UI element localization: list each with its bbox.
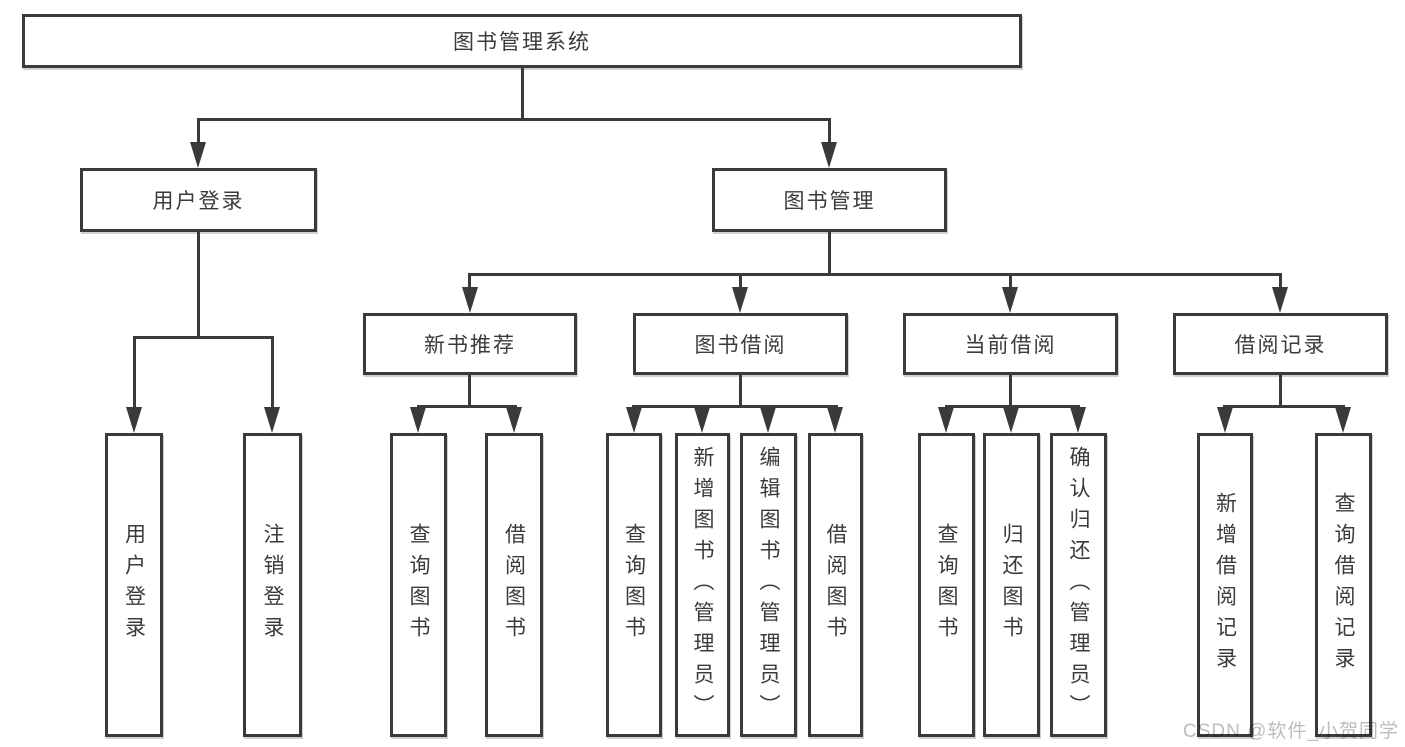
connector-line (468, 273, 471, 289)
connector-line (271, 336, 274, 410)
leaf-query-borrow-record-label: 查询借阅记录 (1332, 492, 1355, 678)
connector-line (197, 232, 200, 336)
connector-line (1223, 405, 1345, 408)
arrow-down-icon (1272, 287, 1288, 313)
node-borrow-records-label: 借阅记录 (1234, 334, 1327, 357)
arrow-down-icon (821, 142, 837, 168)
connector-line (739, 375, 742, 408)
node-current-borrow-label: 当前借阅 (964, 334, 1057, 357)
leaf-user-login: 用户登录 (105, 433, 163, 737)
connector-line (133, 336, 136, 410)
leaf-confirm-return-admin: 确认归还（管理员） (1050, 433, 1107, 737)
connector-line (828, 118, 831, 146)
connector-line (197, 118, 200, 146)
leaf-edit-books-admin-label: 编辑图书（管理员） (757, 445, 780, 725)
node-user-login: 用户登录 (80, 168, 317, 232)
arrow-down-icon (264, 407, 280, 433)
leaf-query-books-current-label: 查询图书 (935, 523, 958, 647)
node-book-management-label: 图书管理 (783, 190, 876, 213)
connector-line (468, 375, 471, 408)
connector-line (1279, 273, 1282, 289)
csdn-watermark: CSDN @软件_小贺同学 (1183, 721, 1399, 742)
arrow-down-icon (626, 407, 642, 433)
arrow-down-icon (506, 407, 522, 433)
arrow-down-icon (190, 142, 206, 168)
connector-line (521, 68, 524, 118)
leaf-return-books-label: 归还图书 (1000, 523, 1023, 647)
node-user-login-label: 用户登录 (152, 190, 245, 213)
arrow-down-icon (1003, 407, 1019, 433)
leaf-logout: 注销登录 (243, 433, 302, 737)
leaf-add-borrow-record-label: 新增借阅记录 (1213, 492, 1237, 678)
leaf-borrow-books-label: 借阅图书 (824, 523, 847, 647)
node-borrow-records: 借阅记录 (1173, 313, 1388, 375)
leaf-query-books-borrow: 查询图书 (606, 433, 662, 737)
connector-line (1009, 273, 1012, 289)
arrow-down-icon (760, 407, 776, 433)
node-current-borrow: 当前借阅 (903, 313, 1118, 375)
node-root: 图书管理系统 (22, 14, 1022, 68)
arrow-down-icon (1335, 407, 1351, 433)
arrow-down-icon (938, 407, 954, 433)
leaf-query-borrow-record: 查询借阅记录 (1315, 433, 1372, 737)
leaf-confirm-return-admin-label: 确认归还（管理员） (1067, 445, 1090, 725)
arrow-down-icon (410, 407, 426, 433)
node-book-borrow: 图书借阅 (633, 313, 848, 375)
connector-line (1279, 375, 1282, 408)
connector-line (945, 405, 1080, 408)
leaf-query-books-recommend: 查询图书 (390, 433, 447, 737)
leaf-borrow-books: 借阅图书 (808, 433, 863, 737)
leaf-borrow-books-recommend: 借阅图书 (485, 433, 543, 737)
arrow-down-icon (694, 407, 710, 433)
leaf-user-login-label: 用户登录 (122, 523, 146, 647)
leaf-borrow-books-recommend-label: 借阅图书 (502, 523, 526, 647)
node-book-borrow-label: 图书借阅 (694, 334, 787, 357)
node-new-book-recommend-label: 新书推荐 (424, 334, 516, 357)
node-book-management: 图书管理 (712, 168, 947, 232)
arrow-down-icon (462, 287, 478, 313)
leaf-add-borrow-record: 新增借阅记录 (1197, 433, 1253, 737)
connector-line (133, 336, 274, 339)
leaf-edit-books-admin: 编辑图书（管理员） (740, 433, 797, 737)
leaf-add-books-admin: 新增图书（管理员） (675, 433, 730, 737)
leaf-add-books-admin-label: 新增图书（管理员） (691, 445, 714, 725)
connector-line (468, 273, 1281, 276)
arrow-down-icon (126, 407, 142, 433)
leaf-query-books-recommend-label: 查询图书 (407, 523, 430, 647)
node-root-label: 图书管理系统 (453, 31, 591, 54)
connector-line (632, 405, 838, 408)
arrow-down-icon (732, 287, 748, 313)
arrow-down-icon (1002, 287, 1018, 313)
connector-line (417, 405, 517, 408)
arrow-down-icon (827, 407, 843, 433)
connector-line (1009, 375, 1012, 408)
leaf-logout-label: 注销登录 (261, 523, 284, 647)
arrow-down-icon (1217, 407, 1233, 433)
arrow-down-icon (1070, 407, 1086, 433)
node-new-book-recommend: 新书推荐 (363, 313, 577, 375)
leaf-query-books-current: 查询图书 (918, 433, 975, 737)
leaf-query-books-borrow-label: 查询图书 (622, 523, 646, 647)
connector-line (828, 232, 831, 274)
connector-line (197, 118, 831, 121)
connector-line (739, 273, 742, 289)
leaf-return-books: 归还图书 (983, 433, 1040, 737)
